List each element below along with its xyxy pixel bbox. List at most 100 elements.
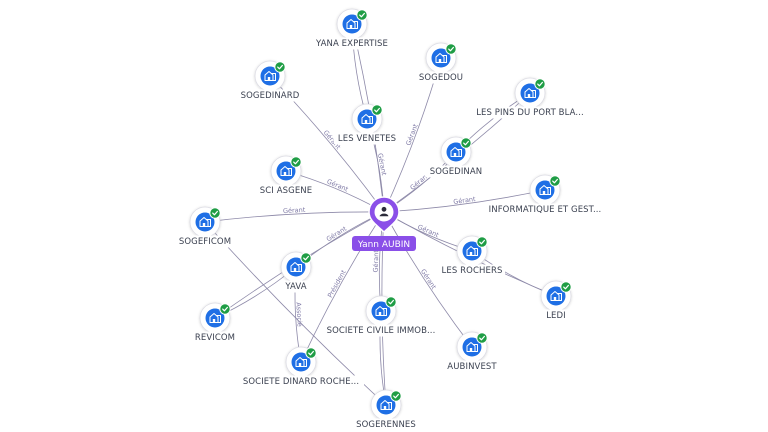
edge-sogeficom-line: [204, 211, 385, 223]
company-label-bg: [483, 203, 607, 216]
company-node-sogedinan[interactable]: SOGEDINAN: [425, 136, 487, 178]
building-icon: [199, 217, 211, 227]
verified-check-icon: [390, 390, 402, 402]
company-node-sogedou[interactable]: SOGEDOU: [415, 42, 467, 84]
company-label-bg: [237, 89, 303, 102]
verified-check-icon: [356, 9, 368, 21]
edge-sogeficom-label: Gérant: [283, 206, 306, 215]
verified-check-icon: [476, 332, 488, 344]
verified-check-icon: [549, 175, 561, 187]
company-node-sogedinard[interactable]: SOGEDINARD: [237, 60, 303, 102]
building-icon: [295, 357, 307, 367]
building-icon: [466, 246, 478, 256]
verified-check-icon: [476, 236, 488, 248]
edge-societe-civile-label: Gérant: [372, 250, 381, 273]
company-label: INFORMATIQUE ET GEST...: [489, 205, 602, 215]
building-icon: [450, 147, 462, 157]
company-node-societe-dinard[interactable]: SOCIETE DINARD ROCHE...: [238, 346, 364, 388]
edge-informatique-line: [383, 189, 546, 213]
company-label-bg: [238, 375, 364, 388]
company-label: SOGERENNES: [356, 420, 416, 430]
company-label-bg: [353, 418, 419, 431]
company-label: LES VENETES: [338, 134, 396, 144]
person-icon: [379, 206, 389, 217]
company-node-sci-asgene[interactable]: SCI ASGENE: [255, 155, 317, 197]
company-label: SCI ASGENE: [260, 186, 312, 196]
nodes-layer: YANA EXPERTISE SOGEDOU SOGEDINARD LES VENET…: [174, 8, 607, 431]
building-icon: [375, 306, 387, 316]
building-icon: [361, 114, 373, 124]
company-label: LES PINS DU PORT BLA...: [476, 108, 584, 118]
company-node-les-pins[interactable]: LES PINS DU PORT BLA...: [472, 77, 588, 119]
company-label: LEDI: [546, 311, 566, 321]
company-node-sogeficom[interactable]: SOGEFICOM: [174, 206, 236, 248]
company-label-bg: [334, 132, 400, 145]
company-label: SOCIETE CIVILE IMMOB...: [327, 326, 436, 336]
company-label: LES ROCHERS: [442, 266, 503, 276]
company-label: SOGEDOU: [419, 73, 463, 83]
verified-check-icon: [305, 347, 317, 359]
edge-informatique-label: Gérant: [453, 195, 477, 206]
building-icon: [435, 53, 447, 63]
edge-yava-societe-dinard-label: Associé: [294, 302, 303, 327]
center-node[interactable]: Yann AUBIN: [352, 196, 416, 251]
edge-les-venetes-label: Gérant: [376, 153, 388, 177]
verified-check-icon: [371, 104, 383, 116]
company-node-les-rochers[interactable]: LES ROCHERS: [439, 235, 505, 277]
verified-check-icon: [534, 78, 546, 90]
building-icon: [524, 88, 536, 98]
company-label: SOGEFICOM: [179, 237, 231, 247]
company-label-bg: [319, 324, 443, 337]
company-label-bg: [255, 184, 317, 197]
verified-check-icon: [560, 281, 572, 293]
verified-check-icon: [274, 61, 286, 73]
company-label: SOGEDINARD: [241, 91, 300, 101]
company-node-societe-civile[interactable]: SOCIETE CIVILE IMMOB...: [319, 295, 443, 337]
company-label-bg: [281, 280, 311, 293]
company-node-ledi[interactable]: LEDI: [540, 280, 572, 322]
edge-aubinvest-label: Gérant: [419, 268, 438, 291]
company-node-revicom[interactable]: REVICOM: [190, 302, 240, 344]
verified-check-icon: [460, 137, 472, 149]
company-label-bg: [542, 309, 570, 322]
edge-sogedou-label: Gérant: [404, 122, 419, 146]
company-label: SOGEDINAN: [430, 167, 483, 177]
edge-societe-dinard-line: [300, 211, 385, 363]
company-label-bg: [444, 360, 500, 373]
verified-check-icon: [219, 303, 231, 315]
building-icon: [264, 71, 276, 81]
company-node-les-venetes[interactable]: LES VENETES: [334, 103, 400, 145]
verified-check-icon: [300, 252, 312, 264]
edge-societe-dinard-label: Président: [326, 268, 348, 299]
company-label-bg: [415, 71, 467, 84]
edge-aubinvest-line: [383, 211, 473, 348]
verified-check-icon: [445, 43, 457, 55]
company-node-yava[interactable]: YAVA: [280, 251, 312, 293]
company-node-informatique[interactable]: INFORMATIQUE ET GEST...: [483, 174, 607, 216]
company-label-bg: [472, 106, 588, 119]
person-name: Yann AUBIN: [357, 240, 410, 250]
verified-check-icon: [385, 296, 397, 308]
building-icon: [466, 342, 478, 352]
building-icon: [346, 19, 358, 29]
company-label-bg: [425, 165, 487, 178]
company-node-sogerennes[interactable]: SOGERENNES: [353, 389, 419, 431]
company-node-yana-expertise[interactable]: YANA EXPERTISE: [309, 8, 395, 50]
building-icon: [290, 262, 302, 272]
company-label: YAVA: [284, 282, 306, 292]
person-name-badge: [352, 236, 416, 251]
company-label-bg: [309, 37, 395, 50]
edge-sci-asgene-label: Gérant: [326, 177, 350, 193]
company-label: AUBINVEST: [447, 362, 497, 372]
company-label: YANA EXPERTISE: [315, 39, 388, 49]
company-label: SOCIETE DINARD ROCHE...: [243, 377, 359, 387]
verified-check-icon: [290, 156, 302, 168]
company-label-bg: [190, 331, 240, 344]
edge-sogeficom: Gérant: [204, 206, 385, 223]
company-node-aubinvest[interactable]: AUBINVEST: [444, 331, 500, 373]
edge-les-rochers-label: Gérant: [416, 223, 440, 240]
company-label: REVICOM: [195, 333, 235, 343]
building-icon: [280, 166, 292, 176]
company-label-bg: [174, 235, 236, 248]
